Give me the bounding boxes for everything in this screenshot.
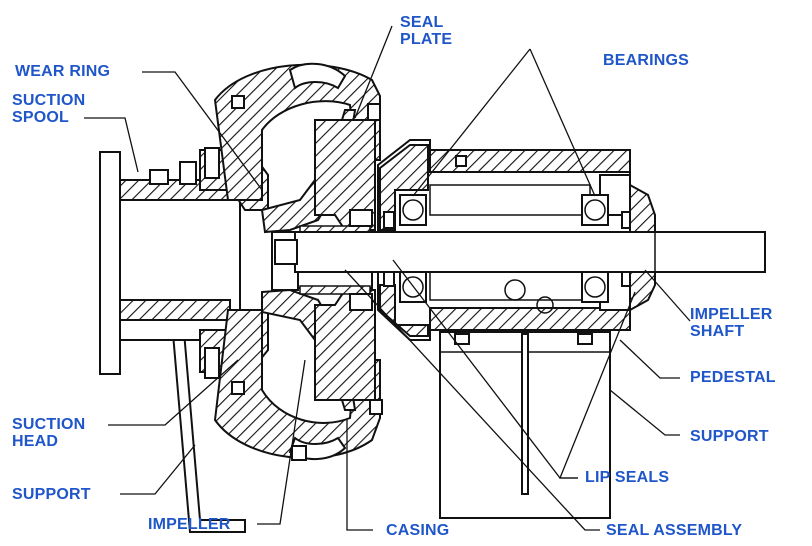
suction-spool [99,151,241,375]
label-lip-seals: LIP SEALS [585,469,670,486]
seal-plate [314,103,381,401]
label-suction-head: SUCTION HEAD [12,416,86,450]
label-support-right: SUPPORT [690,428,769,445]
label-suction-spool: SUCTION SPOOL [12,92,86,126]
bearings [399,194,609,303]
leader-lines [84,25,691,531]
right-support-frame [439,331,611,519]
label-bearings: BEARINGS [603,52,690,69]
lip-seals [383,211,633,287]
label-impeller-shaft: IMPELLER SHAFT [690,306,773,340]
casing [213,62,383,461]
label-pedestal: PEDESTAL [690,369,776,386]
label-support-left: SUPPORT [12,486,91,503]
label-seal-assembly: SEAL ASSEMBLY [606,522,743,539]
impeller-shaft [274,231,766,273]
label-wear-ring: WEAR RING [15,63,111,80]
label-impeller: IMPELLER [148,516,231,533]
label-seal-plate: SEAL PLATE [400,14,453,48]
label-casing: CASING [386,522,450,539]
